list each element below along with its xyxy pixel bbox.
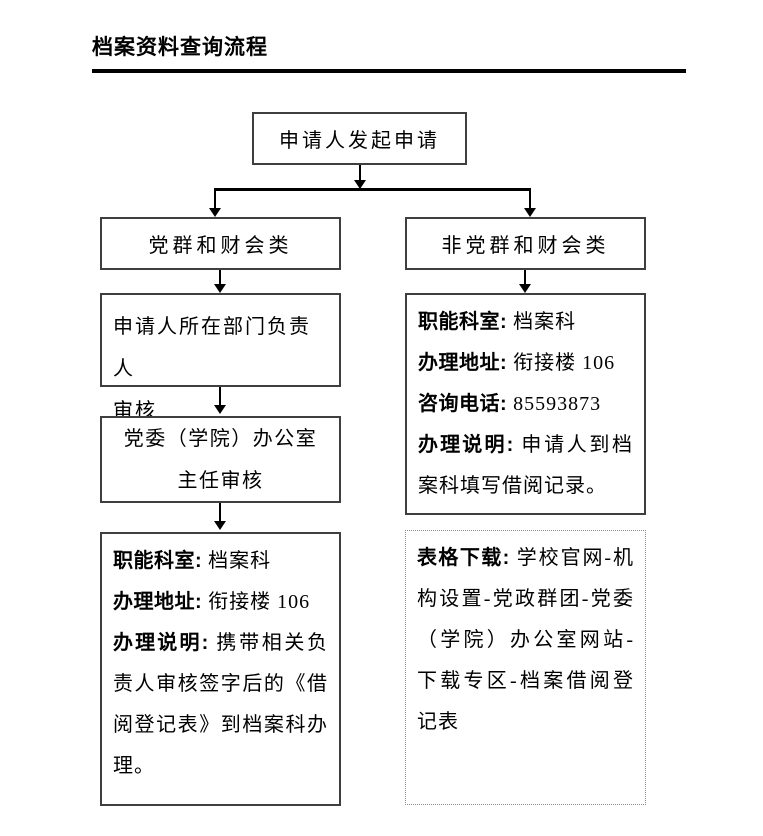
connector-start-line — [359, 165, 361, 180]
connector-left-2-line — [219, 387, 221, 405]
download-label: 表格下载: — [417, 547, 510, 569]
arrowhead-left-1-icon — [214, 284, 226, 293]
left-detail-box: 职能科室: 档案科 办理地址: 衔接楼 106 办理说明: 携带相关负责人审核签… — [100, 532, 341, 806]
left-category-box: 党群和财会类 — [100, 217, 341, 270]
detail-value: 申请人到档案科填写借阅记录。 — [418, 434, 634, 497]
detail-row: 办理说明: 申请人到档案科填写借阅记录。 — [418, 425, 633, 507]
download-value: 学校官网-机构设置-党政群团-党委（学院）办公室网站-下载专区-档案借阅登记表 — [417, 547, 634, 733]
left-review-box: 申请人所在部门负责人 审核 — [100, 293, 341, 422]
connector-left-1-line — [219, 270, 221, 284]
detail-row: 职能科室: 档案科 — [113, 541, 328, 582]
detail-label: 办理地址: — [113, 591, 203, 613]
connector-right-1-line — [524, 270, 526, 284]
right-category-box: 非党群和财会类 — [405, 217, 646, 270]
branch-connector-line — [214, 188, 531, 191]
left-office-line2: 主任审核 — [177, 469, 264, 492]
connector-right-drop-line — [529, 191, 531, 208]
download-row: 表格下载: 学校官网-机构设置-党政群团-党委（学院）办公室网站-下载专区-档案… — [417, 538, 634, 743]
detail-label: 办理说明: — [113, 632, 209, 654]
detail-value: 衔接楼 106 — [513, 352, 616, 374]
detail-label: 办理地址: — [418, 352, 508, 374]
detail-row: 职能科室: 档案科 — [418, 302, 633, 343]
arrowhead-left-drop-icon — [209, 208, 221, 217]
arrowhead-left-2-icon — [214, 405, 226, 414]
connector-left-drop-line — [214, 191, 216, 208]
left-office-line1: 党委（学院）办公室 — [123, 427, 318, 450]
detail-value: 档案科 — [513, 311, 577, 333]
detail-value: 衔接楼 106 — [208, 591, 311, 613]
left-review-line1: 申请人所在部门负责人 — [113, 316, 311, 380]
detail-label: 职能科室: — [113, 550, 203, 572]
title-underline — [92, 69, 686, 73]
detail-value: 85593873 — [513, 393, 602, 415]
detail-label: 咨询电话: — [418, 393, 508, 415]
detail-row: 办理地址: 衔接楼 106 — [113, 582, 328, 623]
connector-left-3-line — [219, 503, 221, 521]
right-category-label: 非党群和财会类 — [441, 235, 610, 257]
arrowhead-right-1-icon — [519, 284, 531, 293]
start-box: 申请人发起申请 — [252, 112, 467, 165]
arrowhead-start-icon — [354, 180, 366, 189]
detail-row: 办理说明: 携带相关负责人审核签字后的《借阅登记表》到档案科办理。 — [113, 623, 328, 787]
detail-value: 携带相关负责人审核签字后的《借阅登记表》到档案科办理。 — [113, 632, 329, 777]
arrowhead-right-drop-icon — [524, 208, 536, 217]
left-office-box: 党委（学院）办公室 主任审核 — [100, 416, 341, 503]
detail-row: 咨询电话: 85593873 — [418, 384, 633, 425]
arrowhead-left-3-icon — [214, 521, 226, 530]
start-label: 申请人发起申请 — [279, 130, 440, 152]
download-info-box: 表格下载: 学校官网-机构设置-党政群团-党委（学院）办公室网站-下载专区-档案… — [405, 530, 646, 805]
right-detail-box: 职能科室: 档案科 办理地址: 衔接楼 106 咨询电话: 85593873 办… — [405, 293, 646, 515]
detail-value: 档案科 — [208, 550, 272, 572]
detail-label: 办理说明: — [418, 434, 514, 456]
page-title: 档案资料查询流程 — [92, 36, 268, 59]
detail-label: 职能科室: — [418, 311, 508, 333]
detail-row: 办理地址: 衔接楼 106 — [418, 343, 633, 384]
left-category-label: 党群和财会类 — [148, 235, 293, 257]
